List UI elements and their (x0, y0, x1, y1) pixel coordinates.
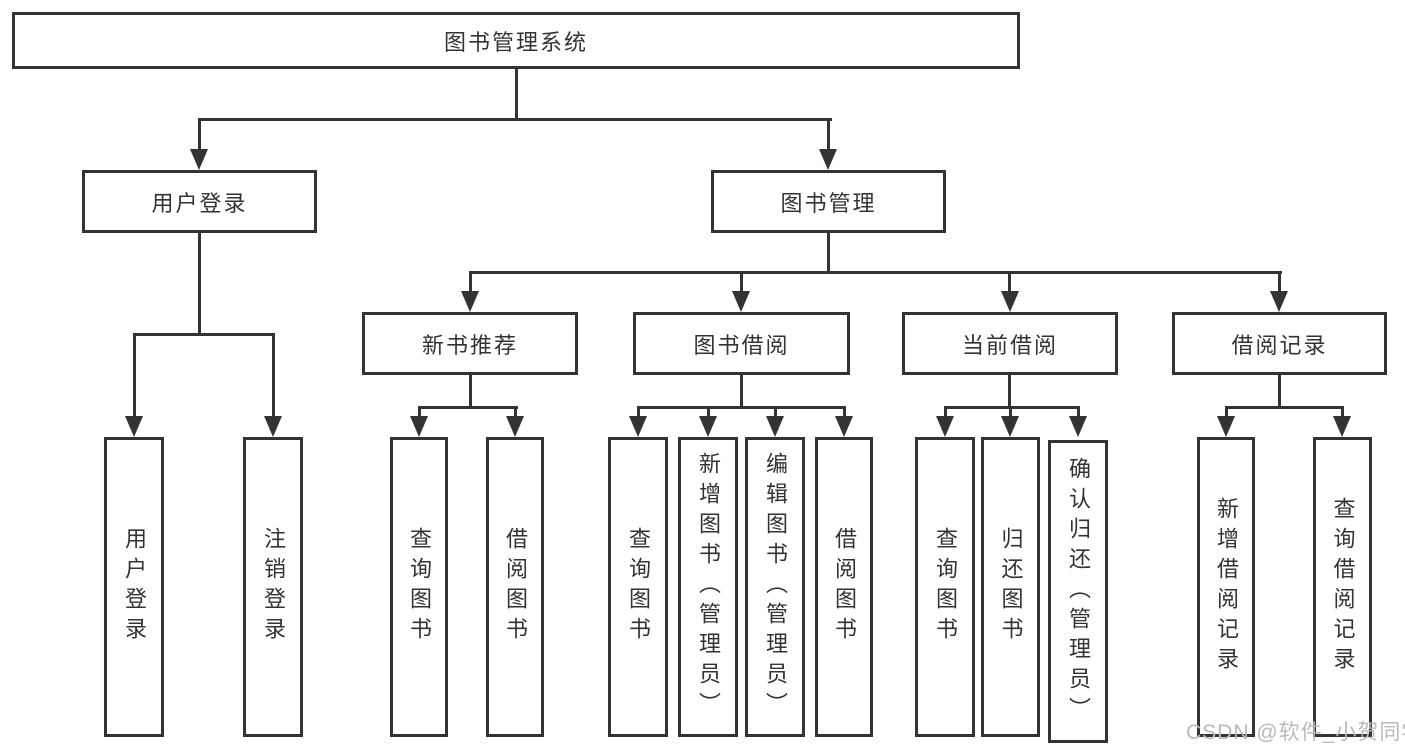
arrow-down-icon (936, 416, 954, 437)
arrow-down-icon (1001, 291, 1019, 312)
connector-mgmt-stem (827, 232, 830, 274)
connector-drop-leaf (774, 406, 777, 420)
arrow-down-icon (506, 416, 524, 437)
connector-drop-borrow-records (1278, 271, 1281, 294)
connector-drop-leaf (514, 406, 517, 420)
leaf-borrow-books-1: 借阅图书 (486, 437, 544, 737)
connector-user-rail (133, 333, 275, 336)
leaf-label: 查询图书 (626, 527, 651, 647)
connector-root-stem (515, 68, 518, 121)
leaf-confirm-return-admin: 确认归还（管理员） (1048, 440, 1108, 743)
node-user-login-branch: 用户登录 (82, 170, 317, 233)
node-label: 借阅记录 (1231, 332, 1328, 358)
arrow-down-icon (410, 416, 428, 437)
arrow-down-icon (1217, 416, 1235, 437)
connector-group1-rail (418, 406, 518, 409)
connector-group4-rail (1225, 406, 1344, 409)
node-new-book-recommend: 新书推荐 (362, 312, 578, 375)
leaf-add-book-admin: 新增图书（管理员） (678, 437, 738, 737)
connector-drop-leaf (637, 406, 640, 420)
connector-group2-stem (740, 373, 743, 409)
leaf-label: 查询图书 (933, 527, 958, 647)
arrow-down-icon (699, 416, 717, 437)
connector-level2-rail (198, 118, 832, 121)
leaf-label: 查询图书 (407, 527, 432, 647)
connector-drop-current-borrow (1008, 271, 1011, 294)
arrow-down-icon (1069, 416, 1087, 437)
node-label: 图书管理系统 (443, 29, 588, 55)
node-label: 当前借阅 (961, 332, 1058, 358)
leaf-borrow-books-2: 借阅图书 (815, 437, 873, 737)
node-book-management-branch: 图书管理 (711, 170, 946, 233)
leaf-label: 编辑图书（管理员） (763, 452, 788, 722)
node-current-borrow: 当前借阅 (902, 312, 1118, 375)
connector-drop-leaf (1341, 406, 1344, 420)
leaf-query-books-2: 查询图书 (608, 437, 668, 737)
node-book-borrow: 图书借阅 (633, 312, 850, 375)
arrow-down-icon (264, 416, 282, 437)
arrow-down-icon (766, 416, 784, 437)
node-label: 新书推荐 (421, 332, 518, 358)
leaf-label: 新增借阅记录 (1214, 497, 1239, 677)
leaf-return-books: 归还图书 (981, 437, 1040, 737)
leaf-label: 注销登录 (261, 527, 286, 647)
leaf-query-books-1: 查询图书 (390, 437, 448, 737)
connector-group1-stem (469, 373, 472, 409)
connector-drop-leaf (1077, 406, 1080, 420)
connector-drop-logout-leaf (272, 333, 275, 421)
leaf-edit-book-admin: 编辑图书（管理员） (745, 437, 805, 737)
leaf-label: 借阅图书 (503, 527, 528, 647)
leaf-label: 用户登录 (122, 527, 147, 647)
leaf-query-borrow-record: 查询借阅记录 (1313, 437, 1372, 737)
connector-group3-stem (1008, 373, 1011, 409)
connector-group4-stem (1278, 373, 1281, 409)
csdn-watermark: CSDN @软件_小贺同学 (1186, 721, 1405, 744)
connector-drop-leaf (707, 406, 710, 420)
connector-group3-rail (944, 406, 1080, 409)
arrow-down-icon (1270, 291, 1288, 312)
connector-drop-book-borrow (740, 271, 743, 294)
connector-drop-leaf (1009, 406, 1012, 420)
arrow-down-icon (125, 416, 143, 437)
leaf-query-books-3: 查询图书 (915, 437, 975, 737)
connector-drop-leaf (843, 406, 846, 420)
leaf-label: 新增图书（管理员） (696, 452, 721, 722)
connector-drop-new-book (469, 271, 472, 294)
connector-group2-rail (637, 406, 846, 409)
node-root-book-management-system: 图书管理系统 (12, 12, 1020, 69)
leaf-label: 查询借阅记录 (1330, 497, 1356, 677)
arrow-down-icon (819, 149, 837, 170)
connector-user-stem (198, 232, 201, 336)
arrow-down-icon (629, 416, 647, 437)
connector-drop-login-leaf (133, 333, 136, 421)
arrow-down-icon (835, 416, 853, 437)
node-label: 用户登录 (151, 190, 248, 216)
arrow-down-icon (1333, 416, 1351, 437)
leaf-label: 借阅图书 (832, 527, 857, 647)
arrow-down-icon (1001, 416, 1019, 437)
connector-drop-leaf (418, 406, 421, 420)
connector-level3-rail (469, 271, 1282, 274)
leaf-label: 归还图书 (998, 527, 1024, 647)
arrow-down-icon (461, 291, 479, 312)
node-label: 图书管理 (780, 190, 877, 216)
connector-drop-leaf (944, 406, 947, 420)
arrow-down-icon (190, 149, 208, 170)
leaf-user-login: 用户登录 (104, 437, 164, 737)
leaf-logout: 注销登录 (243, 437, 303, 737)
connector-drop-user-login (198, 118, 201, 152)
arrow-down-icon (732, 291, 750, 312)
leaf-label: 确认归还（管理员） (1066, 456, 1091, 727)
connector-drop-leaf (1225, 406, 1228, 420)
node-label: 图书借阅 (693, 332, 790, 358)
node-borrow-records: 借阅记录 (1172, 312, 1387, 375)
connector-drop-book-management (827, 118, 830, 152)
leaf-add-borrow-record: 新增借阅记录 (1197, 437, 1255, 737)
